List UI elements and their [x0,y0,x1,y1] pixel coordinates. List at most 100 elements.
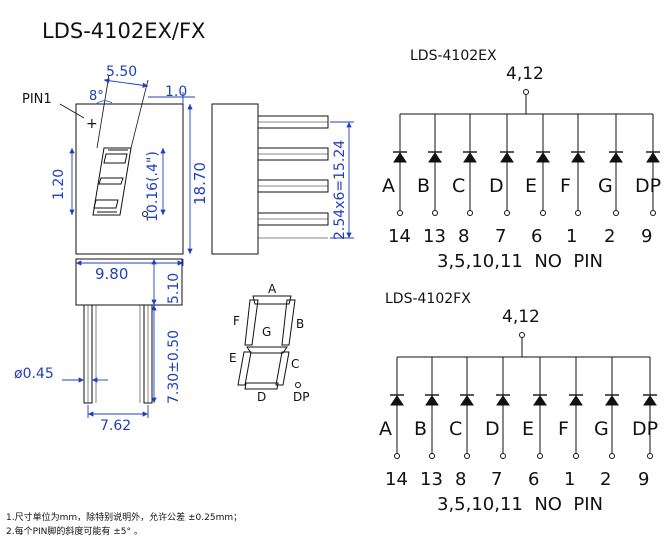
dim-pitch [330,121,354,239]
note-2: 2.每个PIN脚的斜度可能有 ±5° 。 [6,527,143,537]
dim-width-bottom [75,259,184,266]
seg-map-g: G [262,325,271,339]
diode-a [390,357,404,453]
dim-row [87,405,149,418]
segment-label-c: C [449,418,462,440]
dim-pin-dia-label: ø0.45 [14,366,54,382]
seg-map-d: D [257,390,266,404]
note-1: 1.尺寸单位为mm，除特别说明外，允许公差 ±0.25mm； [6,513,243,523]
dim-pin-len-label: 7.30±0.50 [166,330,182,404]
diode-c [463,114,477,210]
pin-number: 1 [566,226,577,247]
diode-g [605,357,619,453]
pin-node [613,210,619,216]
schematic-fx: LDS-4102FX4,12A14B13C8D7E6F1G2DP93,5,10,… [379,291,658,515]
dim-width-top [103,78,149,88]
segment-label-g: G [594,418,609,440]
segment-label-a: A [382,175,395,197]
diode-c [460,357,474,453]
dim-angle-label: 8° [89,89,104,104]
pin-number: 7 [491,469,502,490]
no-pin-note: 3,5,10,11 NO PIN [437,251,603,272]
segment-label-d: D [489,175,504,197]
segment-label-e: E [525,175,537,197]
dim-offset-label: 1.0 [165,84,187,100]
pin-number: 13 [423,226,446,247]
pin-number: 14 [388,226,411,247]
pin-number: 9 [638,469,649,490]
diode-e [536,114,550,210]
pin-node [504,210,510,216]
dim-width-bottom-label: 9.80 [95,265,128,283]
pin-node [540,210,546,216]
common-node [519,332,525,338]
segment-label-b: B [414,418,427,440]
dim-seg-label: 1.20 [51,169,67,200]
pin-number: 7 [495,226,506,247]
dim-row-label: 7.62 [100,418,131,434]
diode-f [571,114,585,210]
pin-node [467,210,473,216]
diode-e [533,357,547,453]
schematic-title: LDS-4102EX [410,48,497,64]
pin-number: 14 [385,469,408,490]
segment-label-dp: DP [635,175,661,197]
page-title: LDS-4102EX/FX [42,19,205,43]
svg-text:+: + [86,116,98,132]
pin-node [647,453,653,459]
segment-label-dp: DP [632,418,658,440]
pin-number: 8 [458,226,469,247]
pin-node [464,453,470,459]
dim-angle-arc [95,100,113,105]
pin-number: 1 [564,469,575,490]
schematic-ex: LDS-4102EX 4,12A 14 B 13 C 8 D 7 E 6 F 1 G 2 DP 9 3,5,10,… [382,48,661,272]
segment-label-f: F [560,175,571,197]
pin-number: 13 [420,469,443,490]
seg-map-e: E [229,351,237,365]
segment-label-a: A [379,418,392,440]
diode-b [425,357,439,453]
pin-node [575,210,581,216]
segment-map [237,295,301,390]
pin-number: 6 [531,226,542,247]
pin1-label: PIN1 [22,92,52,107]
segment-label-d: D [485,418,500,440]
pin-node [573,453,579,459]
diode-dp [643,357,657,453]
segment-label-g: G [598,175,613,197]
segment-label-b: B [417,175,430,197]
pin-node [537,453,543,459]
pin-node [500,453,506,459]
pin-node [650,210,656,216]
pin-node [394,453,400,459]
segment-label-c: C [452,175,465,197]
pin-node [609,453,615,459]
common-node [523,89,529,95]
pin-number: 9 [641,226,652,247]
diode-dp [646,114,660,210]
pin-number: 6 [528,469,539,490]
segment-label-e: E [522,418,534,440]
side-view [211,103,329,255]
diode-g [609,114,623,210]
pin-number: 2 [604,226,615,247]
diode-d [496,357,510,453]
front-view: + [59,74,184,255]
no-pin-note: 3,5,10,11 NO PIN [437,494,603,515]
pin-node [397,210,403,216]
seg-map-a: A [268,282,277,296]
diode-a [393,114,407,210]
diode-f [569,357,583,453]
seg-map-c: C [291,357,299,371]
pin-number: 8 [455,469,466,490]
diode-d [500,114,514,210]
pin-node [432,210,438,216]
seg-map-f: F [233,314,240,328]
dim-top-label: 5.10 [166,273,182,304]
seg-map-b: B [296,317,304,331]
common-pins: 4,12 [506,64,544,84]
dim-width-top-label: 5.50 [106,64,137,80]
dim-offset [148,92,195,104]
schematic-title: LDS-4102FX [385,291,471,307]
